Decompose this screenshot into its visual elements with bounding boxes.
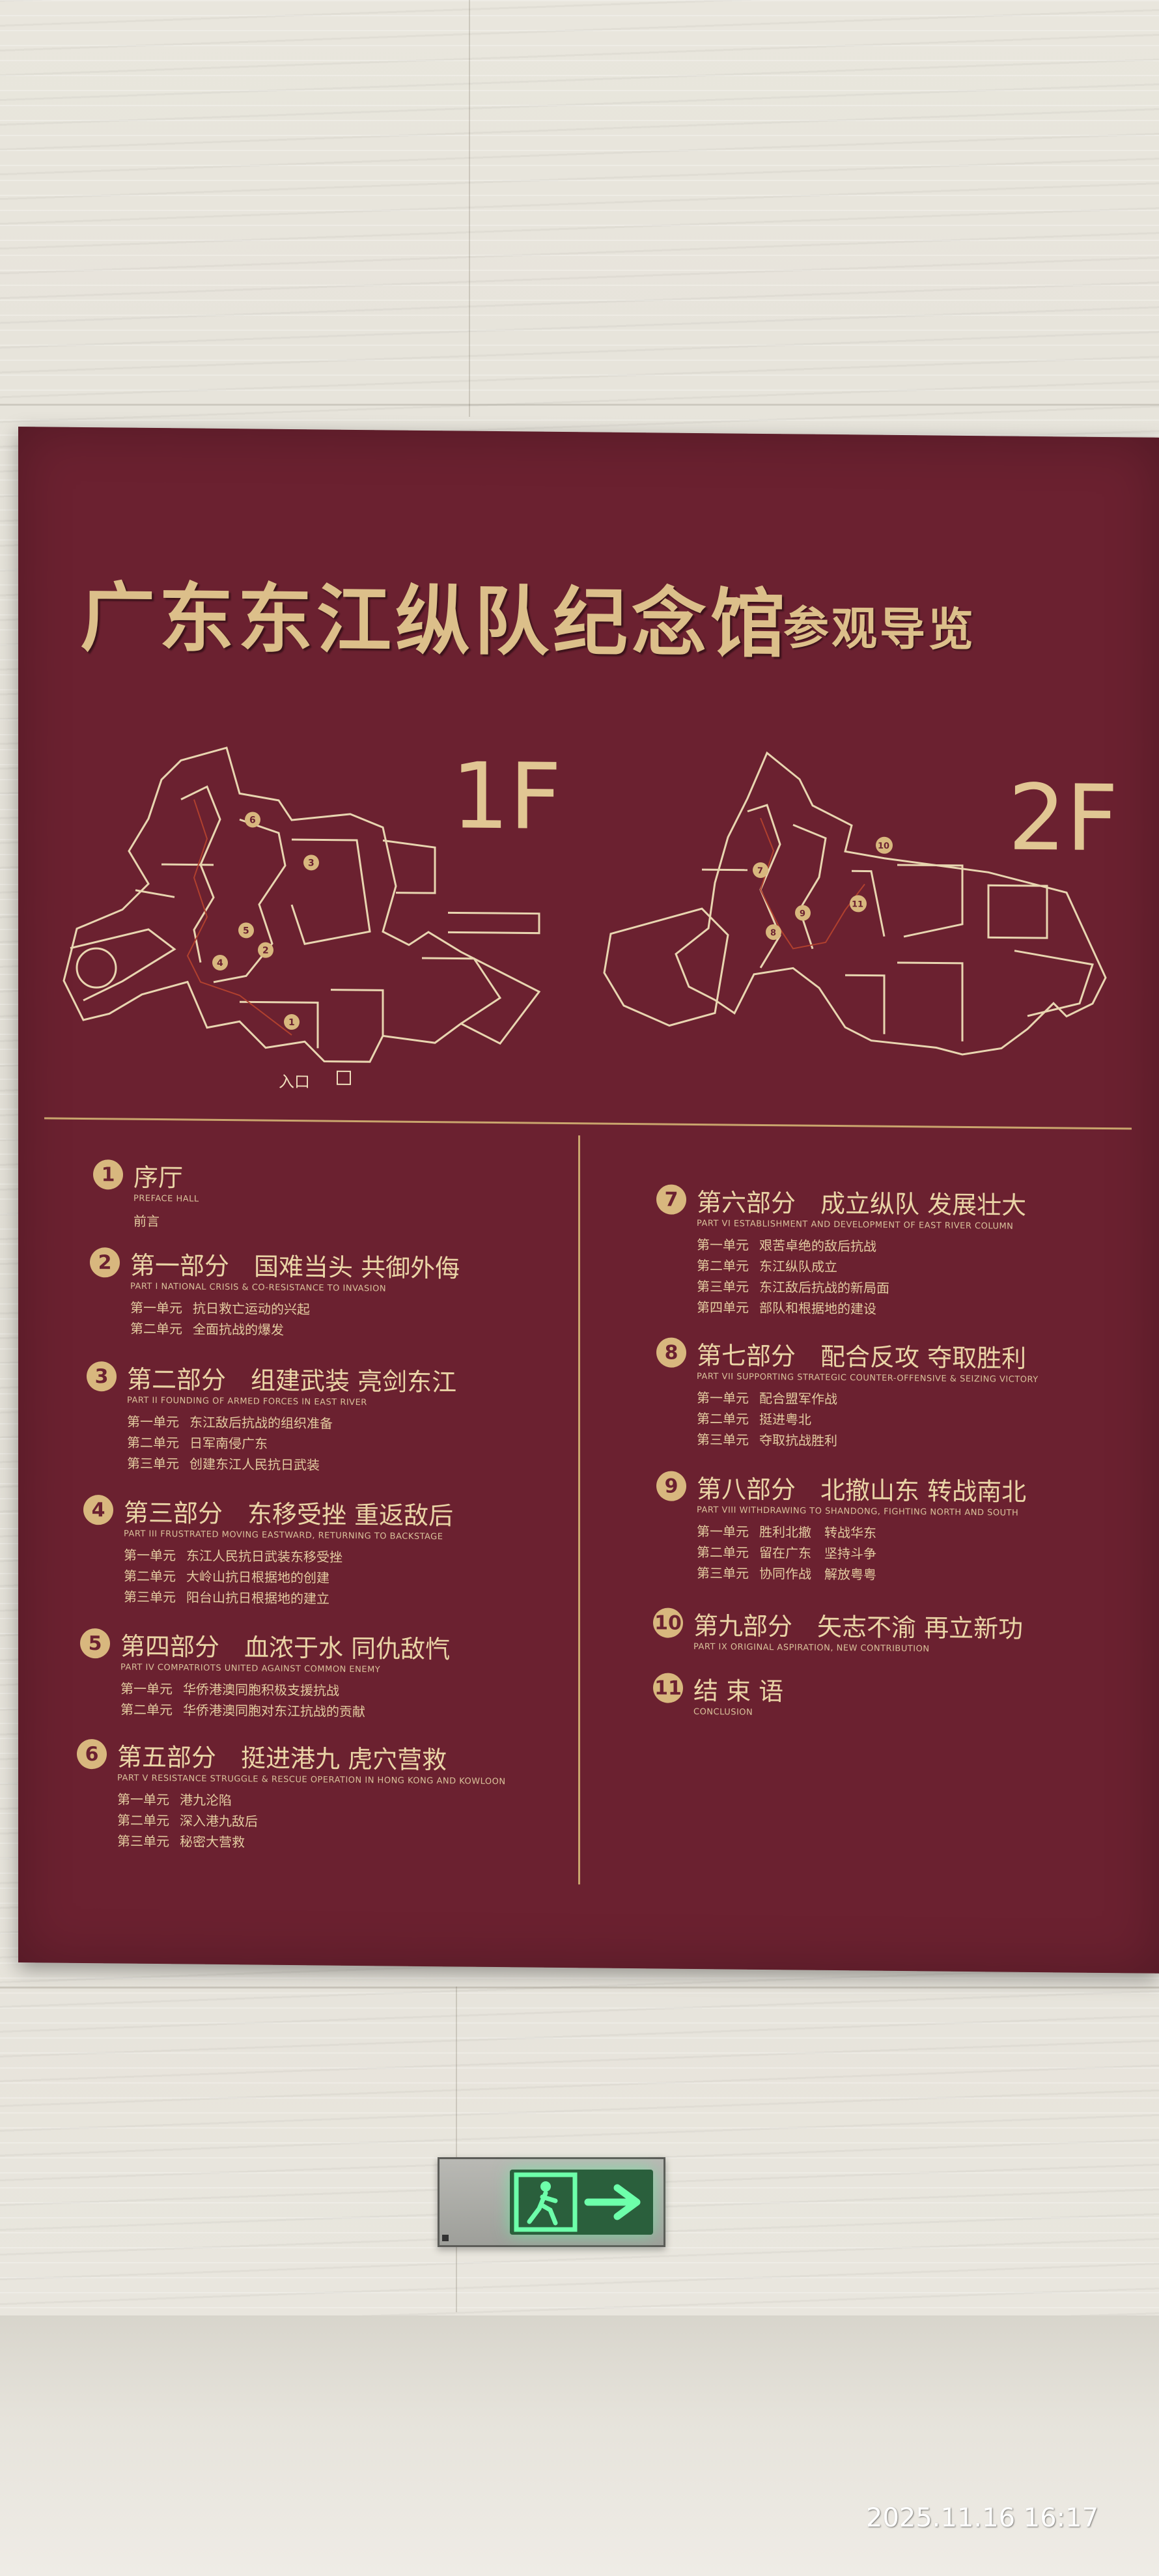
unit-line: 第一单元港九沦陷 (117, 1791, 232, 1809)
section-english: PART II FOUNDING OF ARMED FORCES IN EAST… (127, 1395, 367, 1408)
section-number-badge: 4 (83, 1494, 113, 1525)
wall-seam (0, 1987, 1159, 1989)
unit-line: 第二单元全面抗战的爆发 (130, 1320, 284, 1338)
section-title: 第一部分 国难当头 共御外侮 (130, 1251, 460, 1283)
section-title: 结 束 语 (693, 1676, 784, 1706)
section-english: CONCLUSION (693, 1706, 753, 1718)
entrance-label: 入口 (279, 1073, 310, 1091)
section-number-badge: 6 (77, 1738, 107, 1770)
svg-text:11: 11 (852, 899, 863, 909)
svg-text:4: 4 (217, 958, 223, 969)
photo-timestamp: 2025.11.16 16:17 (866, 2503, 1099, 2533)
section-number-badge: 2 (90, 1247, 120, 1278)
unit-line: 第一单元抗日救亡运动的兴起 (130, 1299, 310, 1318)
unit-line: 第一单元胜利北撤 转战华东 (697, 1523, 876, 1541)
section-title: 第四部分 血浓于水 同仇敌忾 (120, 1632, 451, 1664)
unit-line: 第二单元日军南侵广东 (127, 1434, 268, 1452)
exit-sign-indicator (442, 2235, 449, 2241)
divider-vertical (578, 1135, 580, 1885)
section-3: 3 第二部分 组建武装 亮剑东江 PART II FOUNDING OF ARM… (87, 1359, 568, 1480)
section-number-badge: 7 (656, 1184, 686, 1215)
exit-sign-panel (510, 2170, 653, 2235)
section-title: 第三部分 东移受挫 重返敌后 (124, 1498, 454, 1531)
unit-line: 第三单元夺取抗战胜利 (697, 1432, 837, 1449)
section-6: 6 第五部分 挺进港九 虎穴营救 PART V RESISTANCE STRUG… (77, 1736, 572, 1858)
unit-line: 第二单元留在广东 坚持斗争 (697, 1544, 876, 1562)
svg-text:8: 8 (770, 928, 776, 938)
section-10: 10 第九部分 矢志不渝 再立新功 PART IX ORIGINAL ASPIR… (653, 1605, 1135, 1668)
section-1: 1 序厅 PREFACE HALL 前言 (93, 1157, 562, 1233)
section-english: PART V RESISTANCE STRUGGLE & RESCUE OPER… (117, 1773, 506, 1787)
section-2: 2 第一部分 国难当头 共御外侮 PART I NATIONAL CRISIS … (90, 1245, 572, 1347)
arrow-right-icon (584, 2184, 641, 2220)
unit-line: 第二单元华侨港澳同胞对东江抗战的贡献 (120, 1701, 365, 1720)
wall-seam (469, 0, 470, 417)
section-5: 5 第四部分 血浓于水 同仇敌忾 PART IV COMPATRIOTS UNI… (80, 1626, 568, 1728)
unit-line: 第三单元东江敌后抗战的新局面 (697, 1279, 889, 1296)
svg-text:1: 1 (288, 1017, 295, 1028)
section-number-badge: 8 (656, 1337, 686, 1368)
divider-horizontal (44, 1117, 1132, 1130)
unit-line: 第一单元艰苦卓绝的敌后抗战 (697, 1237, 876, 1254)
section-number-badge: 9 (656, 1471, 686, 1501)
unit-line: 第一单元东江敌后抗战的组织准备 (127, 1413, 333, 1432)
unit-line: 第一单元东江人民抗日武装东移受挫 (124, 1547, 342, 1565)
floor-plan-1f: 1 2 3 4 5 6 入口 (63, 746, 541, 1091)
section-8: 8 第七部分 配合反攻 夺取胜利 PART VII SUPPORTING STR… (656, 1335, 1138, 1456)
floor-label-1f: 1F (451, 743, 562, 851)
unit-line: 第一单元配合盟军作战 (697, 1390, 837, 1408)
guide-board: 广东东江纵队纪念馆 参观导览 1 2 3 4 5 6 (18, 427, 1159, 1974)
section-english: PART IV COMPATRIOTS UNITED AGAINST COMMO… (120, 1662, 381, 1675)
wall-seam (0, 404, 1159, 406)
floor-and-baseboard (0, 2315, 1159, 2576)
emergency-exit-sign (438, 2157, 665, 2247)
section-number-badge: 11 (653, 1673, 683, 1703)
section-english: PART I NATIONAL CRISIS & CO-RESISTANCE T… (130, 1281, 387, 1294)
section-title: 第六部分 成立纵队 发展壮大 (697, 1188, 1027, 1220)
svg-text:6: 6 (249, 815, 256, 825)
section-number-badge: 10 (653, 1607, 683, 1638)
unit-line: 第二单元大岭山抗日根据地的创建 (124, 1568, 329, 1586)
svg-text:5: 5 (243, 926, 249, 936)
section-title: 第九部分 矢志不渝 再立新功 (693, 1611, 1024, 1643)
section-title: 第八部分 北撤山东 转战南北 (697, 1475, 1027, 1507)
unit-line: 第二单元东江纵队成立 (697, 1258, 837, 1275)
svg-text:10: 10 (878, 842, 889, 851)
unit-line: 第三单元秘密大营救 (117, 1833, 245, 1850)
unit-line: 第四单元部队和根据地的建设 (697, 1299, 876, 1317)
unit-line: 前言 (133, 1213, 160, 1230)
exit-running-man-icon (514, 2172, 578, 2232)
section-title: 第七部分 配合反攻 夺取胜利 (697, 1341, 1027, 1373)
svg-text:3: 3 (308, 858, 314, 868)
section-11: 11 结 束 语 CONCLUSION (653, 1670, 1135, 1733)
floor-label-2f: 2F (1008, 765, 1119, 873)
section-title: 第五部分 挺进港九 虎穴营救 (117, 1742, 447, 1775)
section-english: PART IX ORIGINAL ASPIRATION, NEW CONTRIB… (693, 1641, 930, 1654)
svg-text:9: 9 (800, 909, 805, 919)
unit-line: 第三单元协同作战 解放粤粤 (697, 1565, 876, 1583)
guide-subtitle: 参观导览 (783, 601, 976, 657)
wall-seam (456, 1987, 457, 2312)
section-9: 9 第八部分 北撤山东 转战南北 PART VIII WITHDRAWING T… (656, 1468, 1138, 1590)
section-title: 序厅 (133, 1163, 184, 1193)
svg-text:2: 2 (262, 946, 269, 956)
unit-line: 第三单元创建东江人民抗日武装 (127, 1455, 320, 1473)
floor-plan-2f: 7 8 9 10 11 (603, 751, 1107, 1056)
section-number-badge: 1 (93, 1159, 123, 1190)
section-4: 4 第三部分 东移受挫 重返敌后 PART III FRUSTRATED MOV… (83, 1492, 572, 1614)
unit-line: 第一单元华侨港澳同胞积极支援抗战 (120, 1680, 339, 1699)
section-english: PREFACE HALL (133, 1193, 199, 1204)
section-title: 第二部分 组建武装 亮剑东江 (127, 1365, 457, 1397)
museum-title: 广东东江纵队纪念馆 (80, 573, 790, 669)
section-number-badge: 3 (87, 1361, 117, 1392)
unit-line: 第二单元挺进粤北 (697, 1411, 811, 1428)
section-number-badge: 5 (80, 1628, 110, 1659)
svg-text:7: 7 (757, 866, 763, 876)
section-7: 7 第六部分 成立纵队 发展壮大 PART VI ESTABLISHMENT A… (656, 1182, 1138, 1323)
unit-line: 第二单元深入港九敌后 (117, 1812, 258, 1830)
unit-line: 第三单元阳台山抗日根据地的建立 (124, 1589, 329, 1607)
